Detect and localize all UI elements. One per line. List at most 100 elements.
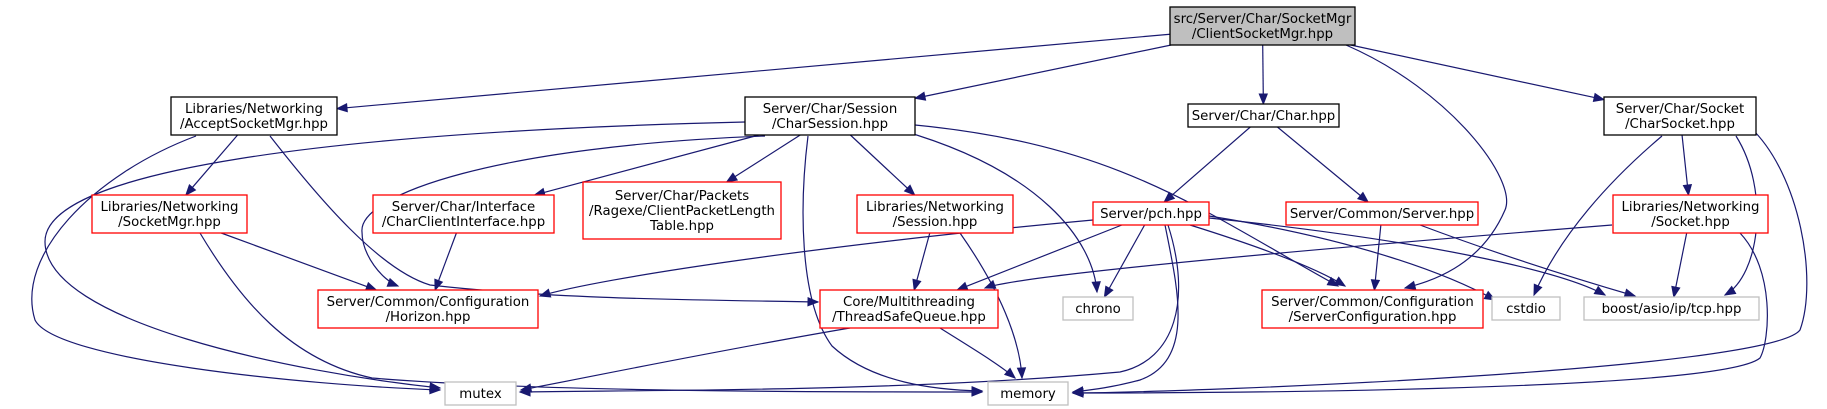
node-box bbox=[91, 194, 248, 234]
node-label-line: memory bbox=[1000, 387, 1056, 402]
node-label-line: /Session.hpp bbox=[893, 215, 978, 230]
edge-line bbox=[519, 224, 1180, 393]
node-sock[interactable]: Libraries/Networking/Socket.hpp bbox=[1612, 194, 1769, 234]
arrowhead bbox=[1163, 191, 1176, 203]
node-label-line: /ThreadSafeQueue.hpp bbox=[832, 310, 986, 325]
edge-line bbox=[520, 327, 851, 391]
edges-layer bbox=[31, 33, 1808, 398]
edge-cci-to-hor bbox=[434, 232, 457, 292]
node-label-line: src/Server/Char/SocketMgr bbox=[1174, 12, 1352, 27]
edge-tsq-to-memory bbox=[939, 327, 1017, 379]
edge-line bbox=[1189, 224, 1346, 287]
node-pch[interactable]: Server/pch.hpp bbox=[1092, 201, 1210, 226]
node-box bbox=[170, 96, 338, 136]
arrowhead bbox=[903, 184, 916, 196]
edge-cs-to-cplt bbox=[725, 134, 801, 183]
arrowhead bbox=[335, 102, 348, 113]
node-box bbox=[1261, 289, 1484, 329]
edge-line bbox=[802, 135, 983, 392]
node-csock[interactable]: Server/Char/Socket/CharSocket.hpp bbox=[1603, 96, 1757, 136]
edge-sock-to-tcp bbox=[1671, 232, 1688, 299]
node-label-line: Server/Char/Char.hpp bbox=[1192, 109, 1336, 124]
node-label-line: /Ragexe/ClientPacketLength bbox=[589, 204, 775, 219]
arrowhead bbox=[519, 383, 533, 393]
node-ses[interactable]: Libraries/Networking/Session.hpp bbox=[856, 194, 1014, 234]
node-label-line: mutex bbox=[459, 387, 502, 402]
node-sm[interactable]: Libraries/Networking/SocketMgr.hpp bbox=[91, 194, 248, 234]
node-root[interactable]: src/Server/Char/SocketMgr/ClientSocketMg… bbox=[1169, 6, 1356, 46]
node-label-line: /ServerConfiguration.hpp bbox=[1289, 310, 1457, 325]
edge-root-to-asm bbox=[335, 33, 1171, 113]
arrowhead bbox=[1071, 388, 1084, 398]
node-box bbox=[1491, 296, 1561, 321]
edge-asm-to-mutex bbox=[31, 135, 442, 395]
edge-root-to-csock bbox=[1350, 44, 1606, 103]
edge-line bbox=[915, 232, 931, 282]
edge-pch-to-cstdio bbox=[1208, 215, 1497, 301]
edge-sm-to-hor bbox=[220, 232, 378, 291]
node-char[interactable]: Server/Char/Char.hpp bbox=[1187, 103, 1340, 128]
edge-line bbox=[191, 134, 239, 189]
arrowhead bbox=[1333, 276, 1347, 287]
edge-root-to-scfg bbox=[1345, 44, 1508, 290]
arrowhead bbox=[185, 183, 197, 197]
node-box bbox=[1092, 201, 1210, 226]
edge-pch-to-tsq bbox=[955, 224, 1123, 291]
node-box bbox=[1187, 103, 1340, 128]
node-hor[interactable]: Server/Common/Configuration/Horizon.hpp bbox=[317, 289, 539, 329]
edge-csock-to-sock bbox=[1681, 134, 1693, 197]
node-cplt[interactable]: Server/Char/Packets/Ragexe/ClientPacketL… bbox=[582, 181, 782, 240]
node-cs[interactable]: Server/Char/Session/CharSession.hpp bbox=[744, 96, 916, 136]
arrowhead bbox=[1403, 280, 1417, 290]
node-scfg[interactable]: Server/Common/Configuration/ServerConfig… bbox=[1261, 289, 1484, 329]
edge-line bbox=[959, 232, 1023, 379]
node-label-line: /CharSocket.hpp bbox=[1625, 117, 1735, 132]
edge-line bbox=[1072, 232, 1768, 394]
node-tsq[interactable]: Core/Multithreading/ThreadSafeQueue.hpp bbox=[819, 289, 999, 329]
arrowhead bbox=[913, 91, 927, 101]
arrowhead bbox=[955, 281, 969, 291]
edge-line bbox=[914, 124, 1339, 287]
node-box bbox=[1583, 296, 1760, 321]
edge-ses-to-tsq bbox=[912, 232, 931, 292]
edge-line bbox=[437, 232, 457, 282]
nodes-layer: src/Server/Char/SocketMgr/ClientSocketMg… bbox=[91, 6, 1769, 406]
node-label-line: Libraries/Networking bbox=[866, 200, 1004, 215]
edge-srv-to-tcp bbox=[1419, 224, 1637, 298]
node-label-line: Server/pch.hpp bbox=[1100, 207, 1202, 222]
arrowhead bbox=[434, 278, 444, 292]
edge-line bbox=[965, 224, 1123, 288]
node-label-line: Server/Char/Interface bbox=[392, 200, 535, 215]
node-label-line: /SocketMgr.hpp bbox=[118, 215, 221, 230]
edge-line bbox=[1374, 224, 1382, 282]
node-mutex: mutex bbox=[444, 381, 517, 406]
arrowhead bbox=[725, 172, 739, 183]
node-label-line: /CharSession.hpp bbox=[772, 117, 888, 132]
edge-line bbox=[220, 232, 369, 288]
node-label-line: /CharClientInterface.hpp bbox=[382, 215, 545, 230]
edge-line bbox=[1262, 44, 1264, 96]
edge-sock-to-memory bbox=[1071, 232, 1768, 398]
arrowhead bbox=[1370, 279, 1381, 292]
edge-srv-to-scfg bbox=[1370, 224, 1382, 292]
node-label-line: Server/Common/Configuration bbox=[1271, 295, 1474, 310]
node-asm[interactable]: Libraries/Networking/AcceptSocketMgr.hpp bbox=[170, 96, 338, 136]
node-memory: memory bbox=[987, 381, 1069, 406]
edge-cs-to-mutex bbox=[44, 121, 746, 392]
node-cci[interactable]: Server/Char/Interface/CharClientInterfac… bbox=[372, 194, 555, 234]
arrowhead bbox=[1592, 92, 1606, 103]
arrowhead bbox=[1623, 288, 1637, 298]
node-srv[interactable]: Server/Common/Server.hpp bbox=[1285, 201, 1479, 226]
node-label-line: chrono bbox=[1075, 302, 1121, 317]
node-box bbox=[1285, 201, 1479, 226]
edge-cs-to-ses bbox=[849, 134, 916, 196]
node-box bbox=[819, 289, 999, 329]
edge-tsq-to-mutex bbox=[519, 327, 851, 393]
arrowhead bbox=[971, 387, 984, 397]
node-label-line: /Socket.hpp bbox=[1651, 215, 1730, 230]
arrowhead bbox=[429, 382, 442, 392]
edge-line bbox=[923, 44, 1172, 98]
arrowhead bbox=[1533, 283, 1543, 297]
edge-char-to-srv bbox=[1277, 126, 1370, 203]
